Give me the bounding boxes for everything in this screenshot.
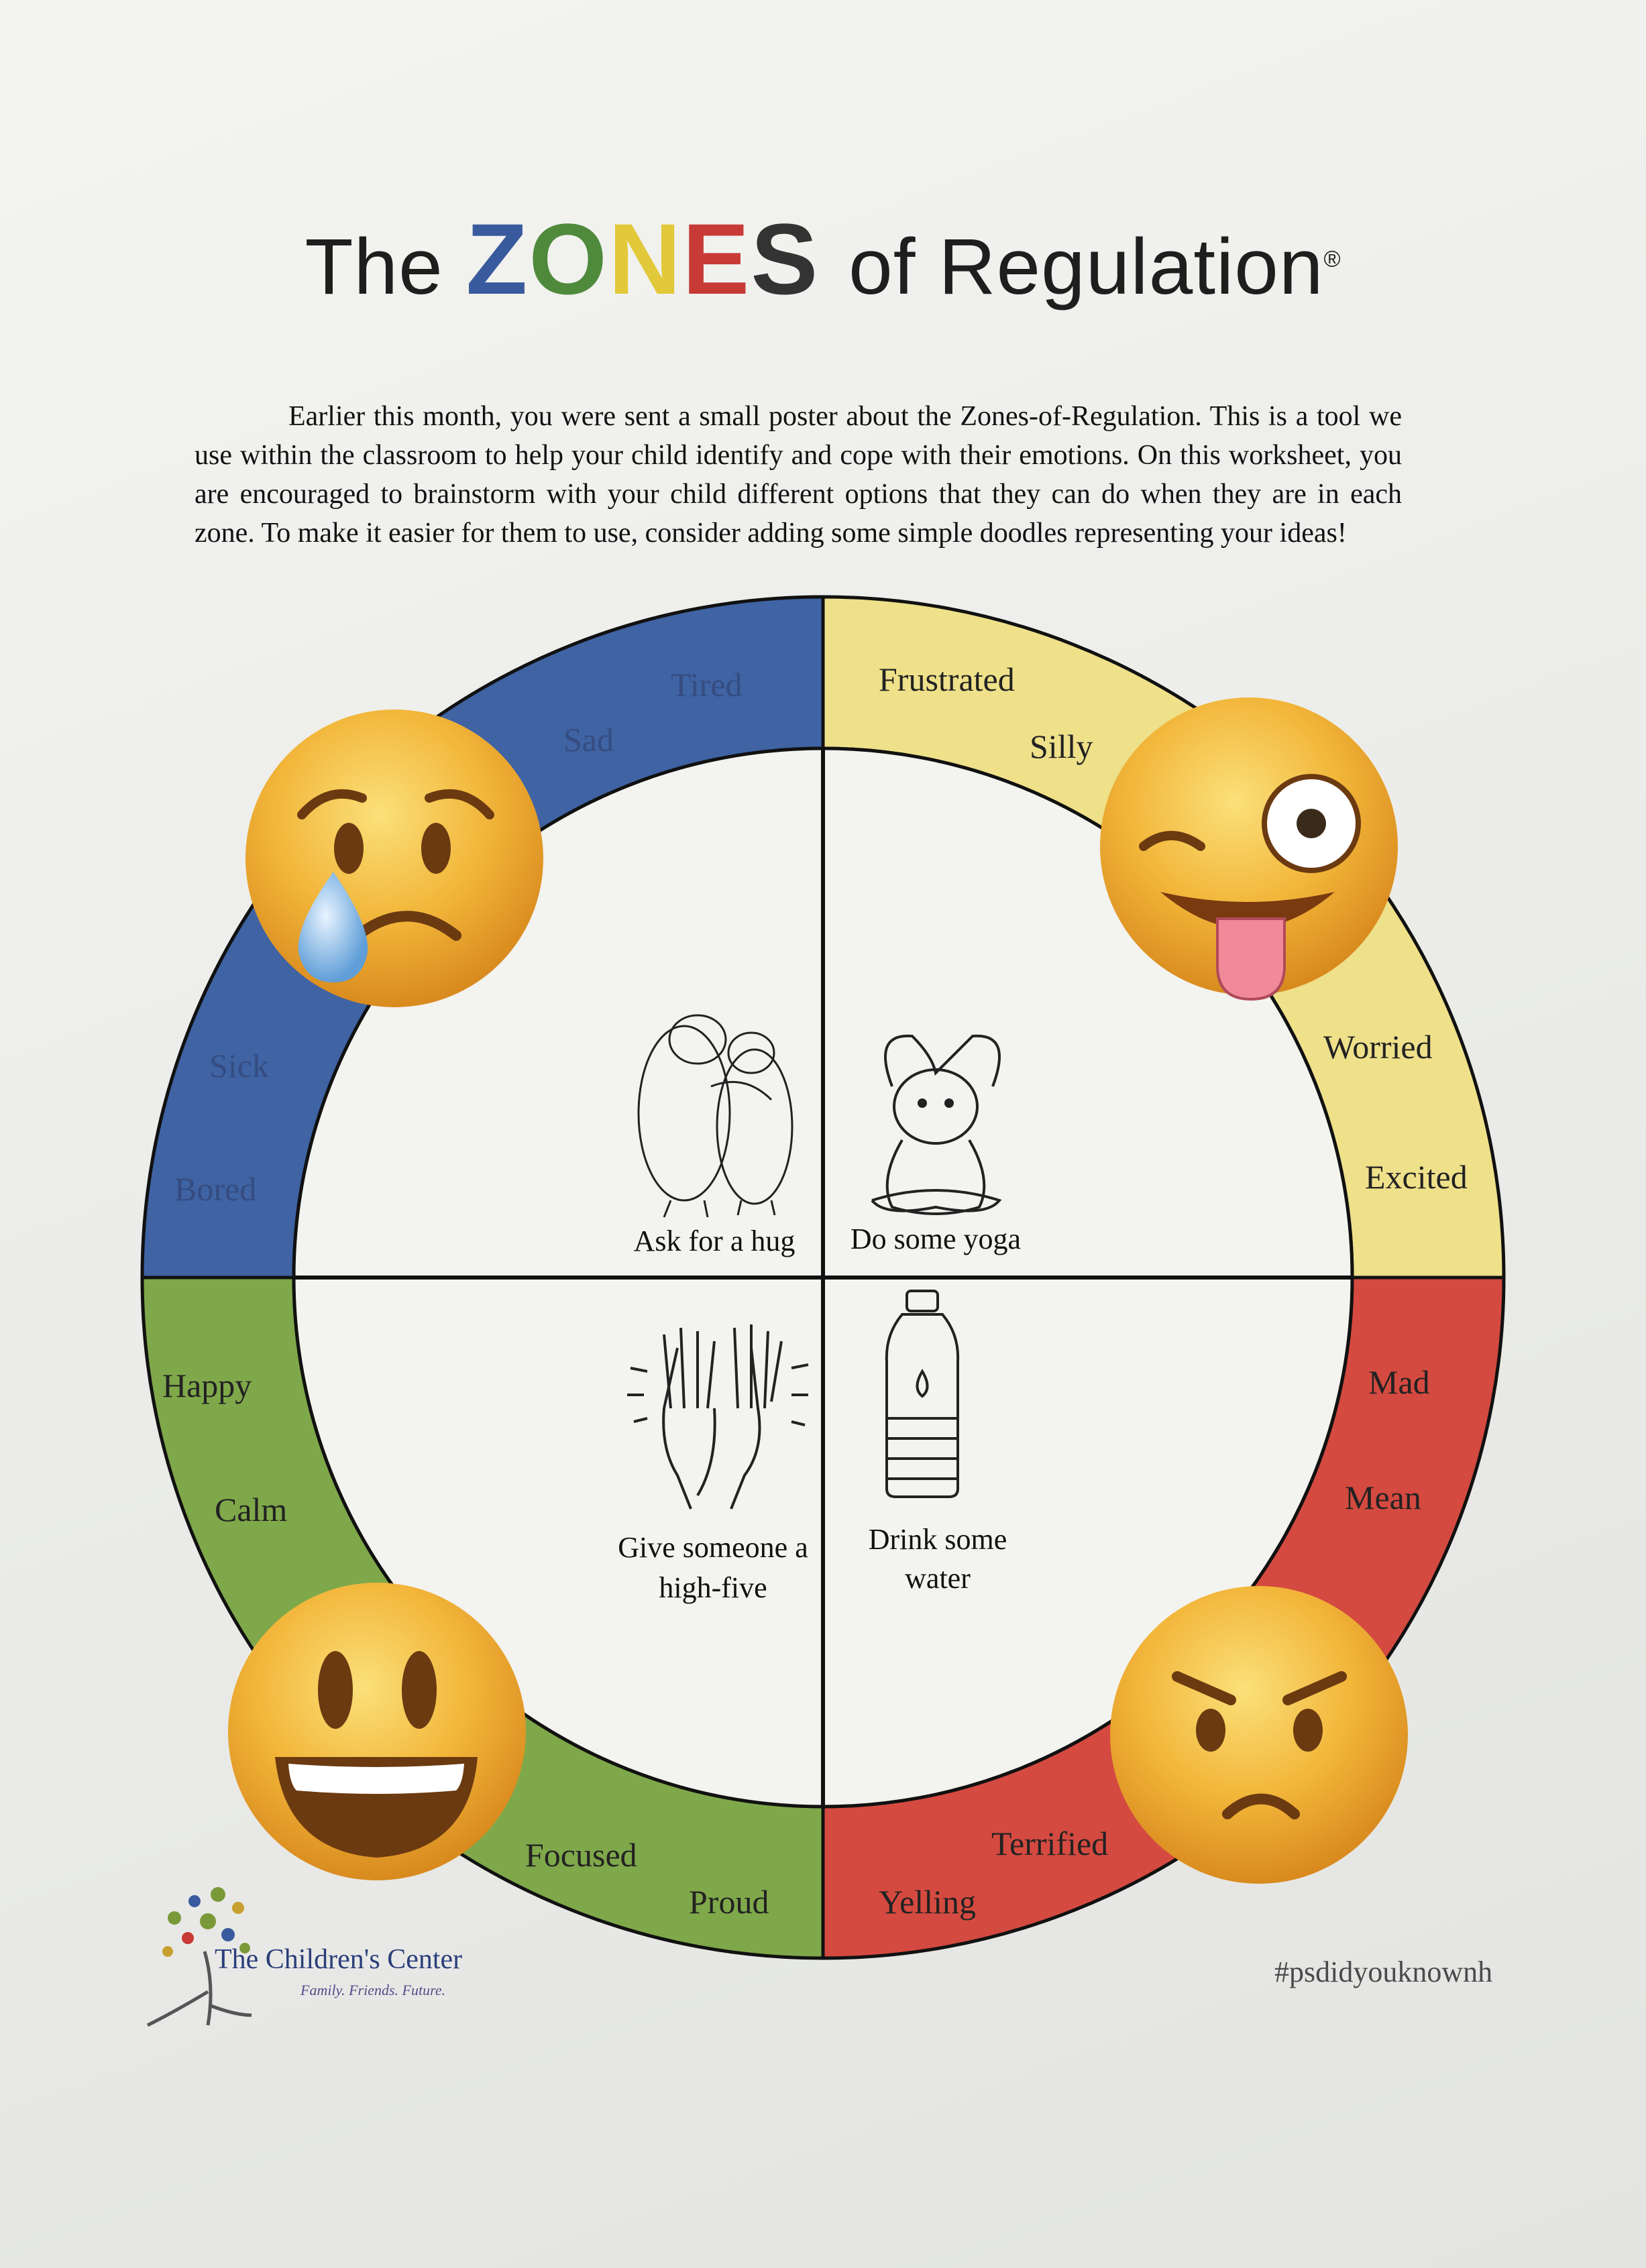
title-zones-word: ZONES: [466, 203, 848, 315]
zones-letter-s: S: [751, 203, 820, 315]
winking-tongue-face-icon: [1100, 697, 1398, 1001]
page-title: The ZONES of Regulation®: [0, 201, 1646, 317]
emotion-tired: Tired: [671, 666, 743, 703]
intro-paragraph: Earlier this month, you were sent a smal…: [195, 401, 1402, 549]
emotion-bored: Bored: [174, 1170, 256, 1208]
angry-face-icon: [1110, 1586, 1408, 1884]
emotion-silly: Silly: [1030, 728, 1093, 765]
action-hug-label: Ask for a hug: [634, 1225, 795, 1257]
bear-hug-doodle: [637, 1014, 793, 1218]
emotion-excited: Excited: [1365, 1158, 1468, 1196]
emotion-sad: Sad: [563, 721, 614, 758]
cat-yoga-doodle: [871, 1034, 1002, 1215]
crying-face-icon: [245, 710, 543, 1007]
emotion-mean: Mean: [1345, 1479, 1421, 1516]
emotion-frustrated: Frustrated: [879, 661, 1015, 698]
action-highfive-line2: high-five: [659, 1571, 767, 1604]
emotion-happy: Happy: [162, 1367, 252, 1404]
emotion-sick: Sick: [209, 1047, 269, 1084]
title-prefix: The: [305, 223, 443, 311]
emotion-focused: Focused: [525, 1836, 637, 1874]
zones-letter-n: N: [608, 203, 683, 315]
action-water-line2: water: [905, 1562, 971, 1595]
registered-mark: ®: [1323, 246, 1341, 272]
zones-letter-e: E: [682, 203, 751, 315]
water-bottle-doodle: [885, 1290, 960, 1498]
hashtag: #psdidyouknownh: [1274, 1955, 1493, 1988]
zones-letter-o: O: [529, 203, 608, 315]
emotion-calm: Calm: [215, 1491, 287, 1528]
tree-leaves-icon: [162, 1887, 250, 1957]
emotion-yelling: Yelling: [879, 1883, 976, 1921]
action-yoga-label: Do some yoga: [851, 1223, 1021, 1255]
zones-letter-z: Z: [465, 203, 529, 315]
action-water-line1: Drink some: [869, 1523, 1007, 1556]
emotion-proud: Proud: [689, 1883, 769, 1921]
high-five-doodle: [627, 1324, 809, 1510]
title-suffix: of Regulation: [848, 223, 1324, 311]
logo-tagline: Family. Friends. Future.: [300, 1982, 446, 1998]
logo-name: The Children's Center: [215, 1944, 463, 1975]
action-highfive-line1: Give someone a: [618, 1531, 808, 1564]
emotion-mad: Mad: [1368, 1363, 1430, 1401]
emotion-worried: Worried: [1323, 1028, 1433, 1066]
emotion-terrified: Terrified: [991, 1825, 1108, 1862]
childrens-center-logo: [146, 1887, 252, 2027]
grinning-face-icon: [228, 1583, 526, 1880]
